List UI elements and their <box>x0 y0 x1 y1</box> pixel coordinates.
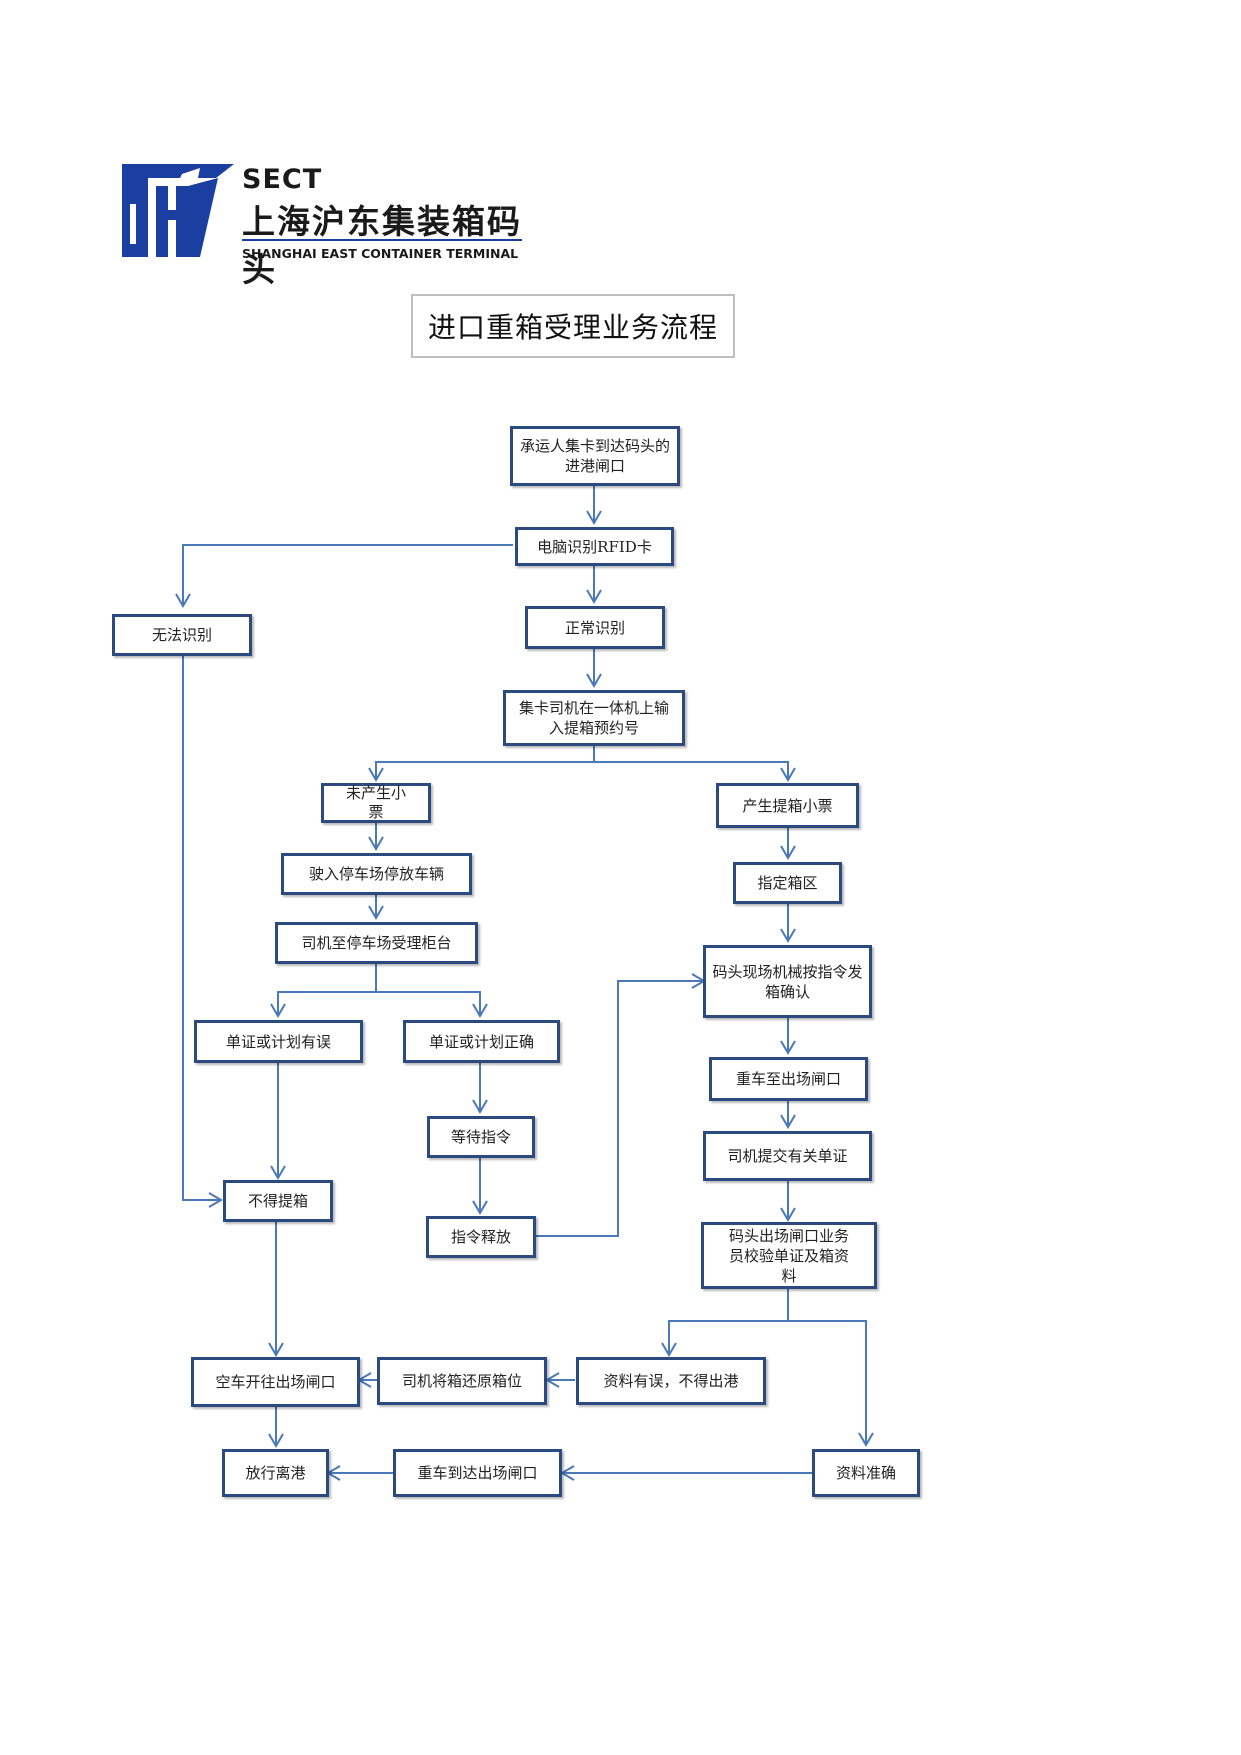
node-drive-to-parking: 驶入停车场停放车辆 <box>281 853 472 895</box>
node-driver-to-counter: 司机至停车场受理柜台 <box>275 922 478 964</box>
page-title: 进口重箱受理业务流程 <box>427 311 718 344</box>
node-loaded-arrive-exit-gate: 重车到达出场闸口 <box>393 1449 562 1497</box>
node-designate-yard: 指定箱区 <box>733 862 842 904</box>
logo-divider <box>242 239 522 241</box>
arrow-verify-to-datacorrect <box>788 1320 874 1447</box>
arrow-rfid-to-cannot <box>175 544 513 608</box>
node-normal-identify: 正常识别 <box>525 606 665 649</box>
logo-brand: SECT <box>242 164 323 195</box>
node-no-pickup: 不得提箱 <box>223 1180 333 1222</box>
node-crane-confirm: 码头现场机械按指令发箱确认 <box>703 945 872 1018</box>
node-start: 承运人集卡到达码头的进港闸口 <box>510 426 680 486</box>
arrow-cannot-to-nopickup <box>182 653 223 1208</box>
node-cannot-identify: 无法识别 <box>112 614 252 656</box>
node-rfid: 电脑识别RFID卡 <box>515 527 674 566</box>
node-empty-to-exit-gate: 空车开往出场闸口 <box>191 1357 360 1407</box>
node-submit-docs: 司机提交有关单证 <box>703 1131 872 1181</box>
arrow-counter-to-correct <box>376 991 488 1018</box>
arrow-release-to-crane <box>535 973 706 1237</box>
node-docs-correct: 单证或计划正确 <box>403 1020 560 1063</box>
node-data-correct: 资料准确 <box>812 1449 920 1497</box>
node-data-error: 资料有误，不得出港 <box>576 1357 766 1405</box>
arrow-input-to-ticket <box>594 761 796 782</box>
logo-chinese-name: 上海沪东集装箱码头 <box>242 202 522 289</box>
node-release-instruction: 指令释放 <box>426 1216 536 1258</box>
arrow-input-to-noticket <box>368 744 595 782</box>
node-input-booking: 集卡司机在一体机上输入提箱预约号 <box>503 690 685 746</box>
node-docs-error: 单证或计划有误 <box>194 1020 363 1063</box>
sect-logo: SECT 上海沪东集装箱码头 SHANGHAI EAST CONTAINER T… <box>122 160 522 289</box>
node-no-ticket: 未产生小票 <box>321 783 431 823</box>
node-depart: 放行离港 <box>222 1449 329 1497</box>
node-ticket-generated: 产生提箱小票 <box>716 783 859 828</box>
logo-english-name: SHANGHAI EAST CONTAINER TERMINAL <box>242 246 519 261</box>
arrow-counter-to-error <box>270 962 377 1018</box>
title-box: 进口重箱受理业务流程 <box>411 294 735 358</box>
node-return-container: 司机将箱还原箱位 <box>377 1357 547 1405</box>
node-loaded-to-exit-gate: 重车至出场闸口 <box>709 1057 868 1101</box>
arrow-verify-to-dataerror <box>661 1287 789 1357</box>
sect-emblem-icon <box>122 164 234 257</box>
node-gate-staff-verify: 码头出场闸口业务员校验单证及箱资料 <box>701 1222 877 1289</box>
node-wait-instruction: 等待指令 <box>427 1116 535 1158</box>
